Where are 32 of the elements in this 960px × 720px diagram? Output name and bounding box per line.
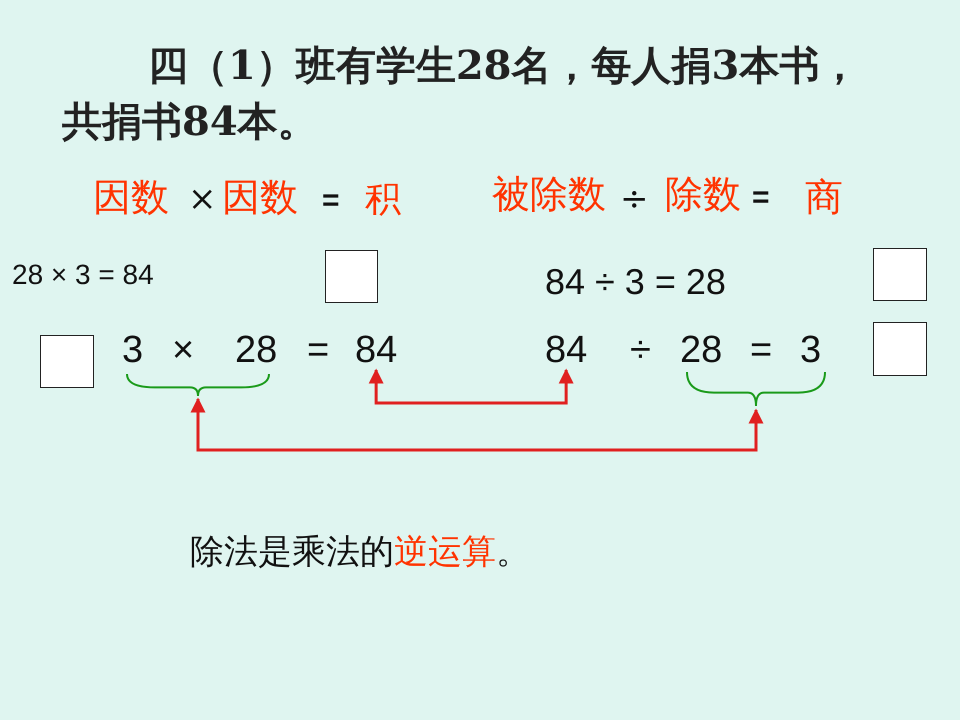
operator-symbol: =: [752, 183, 770, 213]
operator-symbol: ÷: [620, 182, 648, 216]
number: 84: [355, 331, 398, 369]
operator-symbol: =: [307, 331, 330, 369]
curly-brace: [686, 371, 826, 407]
operator-symbol: =: [322, 186, 340, 216]
operator-symbol: ×: [188, 182, 216, 216]
term-name: 商: [805, 178, 843, 216]
number: 28: [680, 331, 722, 369]
term-name: 因数: [93, 178, 169, 216]
answer-box: [325, 250, 378, 303]
answer-box: [40, 335, 94, 388]
equation: 28 × 3 = 84: [12, 261, 154, 289]
curly-brace: [126, 373, 270, 397]
number: 3: [800, 331, 822, 369]
answer-box: [873, 248, 927, 301]
number: 84: [545, 331, 588, 369]
problem-text: 四（1）班有学生28名，每人捐3本书，共捐书84本。: [62, 41, 860, 147]
operator-symbol: ×: [172, 331, 194, 369]
number: 28: [235, 331, 278, 369]
equation: 84 ÷ 3 = 28: [545, 264, 726, 300]
number: 3: [122, 331, 144, 369]
operator-symbol: ÷: [630, 331, 651, 369]
answer-box: [873, 322, 927, 376]
term-name: 因数: [222, 178, 298, 216]
term-name: 积: [365, 182, 401, 218]
conclusion-text: 除法是乘法的逆运算。: [190, 535, 530, 569]
operator-symbol: =: [750, 331, 772, 369]
term-name: 被除数: [492, 175, 606, 213]
term-name: 除数: [665, 175, 741, 213]
arrow: [368, 368, 574, 404]
arrow: [190, 398, 764, 452]
